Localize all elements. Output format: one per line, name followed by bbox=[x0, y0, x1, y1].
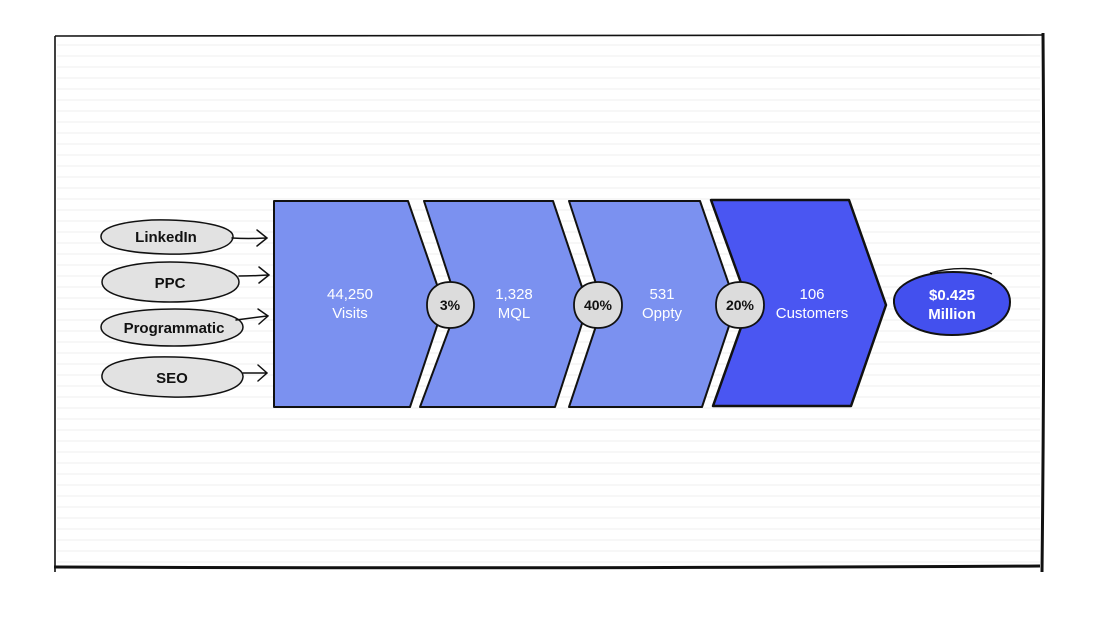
conversion-rates: 3% 40% 20% bbox=[426, 281, 765, 329]
stage-chevron bbox=[273, 200, 445, 408]
stage-visits: 44,250 Visits bbox=[273, 200, 445, 408]
stage-value: 106 bbox=[799, 286, 824, 303]
source-channels: LinkedIn PPC Programmatic SEO bbox=[100, 219, 271, 398]
stage-value: 1,328 bbox=[495, 286, 533, 303]
rate-circle bbox=[573, 281, 623, 329]
source-label: PPC bbox=[155, 275, 186, 292]
result-outline-stroke bbox=[929, 267, 993, 275]
result-unit: Million bbox=[928, 306, 976, 323]
rate-label: 20% bbox=[726, 297, 755, 313]
stage-value: 531 bbox=[649, 286, 674, 303]
board-right-edge bbox=[1040, 32, 1046, 573]
result-oval bbox=[892, 270, 1012, 337]
result-value: $0.425 bbox=[929, 287, 975, 304]
board-left-edge bbox=[53, 35, 56, 573]
stage-label: Oppty bbox=[642, 305, 683, 322]
board-top-edge bbox=[54, 33, 1044, 37]
source-oval bbox=[101, 261, 240, 303]
rate-badge: 20% bbox=[715, 281, 765, 329]
source-oval bbox=[100, 219, 234, 255]
source-programmatic: Programmatic bbox=[100, 308, 270, 347]
stage-label: Visits bbox=[332, 305, 368, 322]
source-oval bbox=[101, 356, 244, 398]
rate-circle bbox=[715, 281, 765, 329]
rate-badge: 3% bbox=[426, 281, 475, 329]
arrow-icon bbox=[242, 364, 269, 382]
source-ppc: PPC bbox=[101, 261, 271, 303]
source-seo: SEO bbox=[101, 356, 269, 398]
revenue-result: $0.425 Million bbox=[892, 267, 1012, 337]
stage-value: 44,250 bbox=[327, 286, 373, 303]
stage-customers: 106 Customers bbox=[709, 198, 888, 408]
rate-badge: 40% bbox=[573, 281, 623, 329]
rate-label: 3% bbox=[440, 297, 461, 313]
source-label: SEO bbox=[156, 370, 188, 387]
funnel-stages: 44,250 Visits 1,328 MQL 531 Oppty 106 Cu… bbox=[273, 198, 888, 408]
source-label: LinkedIn bbox=[135, 229, 197, 246]
source-label: Programmatic bbox=[124, 320, 225, 337]
arrow-icon bbox=[238, 266, 271, 284]
rate-label: 40% bbox=[584, 297, 613, 313]
rate-circle bbox=[426, 281, 475, 329]
stage-label: MQL bbox=[498, 305, 531, 322]
arrow-icon bbox=[231, 229, 269, 247]
board-bottom-edge bbox=[53, 564, 1041, 570]
arrow-icon bbox=[235, 308, 270, 325]
source-oval bbox=[100, 308, 244, 347]
stage-label: Customers bbox=[776, 305, 849, 322]
source-linkedin: LinkedIn bbox=[100, 219, 269, 255]
